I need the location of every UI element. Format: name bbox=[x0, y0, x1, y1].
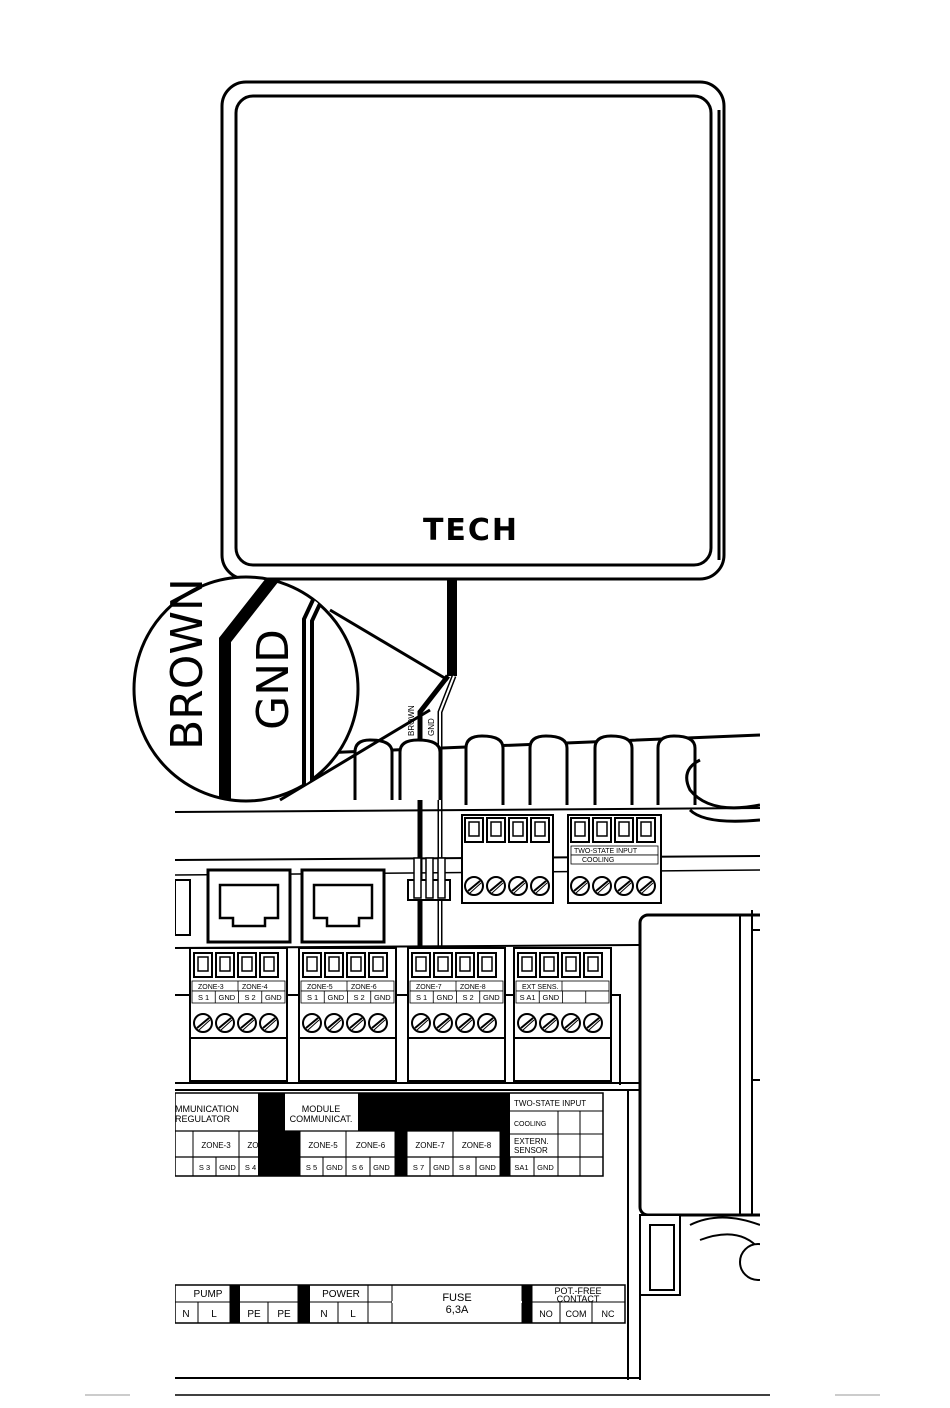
cable-glands bbox=[353, 734, 760, 823]
rj-socket-2 bbox=[300, 868, 386, 944]
fuse-rating-label: 6,3A bbox=[446, 1304, 469, 1316]
pin-label: S 1 bbox=[307, 993, 318, 1002]
panel-pin-label: GND bbox=[326, 1163, 343, 1172]
pin-label: S 2 bbox=[462, 993, 473, 1002]
panel-pin-label: GND bbox=[373, 1163, 390, 1172]
pot-free-label: POT.-FREE bbox=[554, 1286, 601, 1296]
zone-name-label: ZONE-6 bbox=[351, 984, 377, 991]
power-n-label: N bbox=[320, 1309, 327, 1320]
wire-clamp bbox=[407, 857, 451, 901]
panel-zone-label: ZONE-8 bbox=[462, 1141, 492, 1150]
wire-label-gnd: GND bbox=[427, 718, 436, 736]
panel-pin-label: GND bbox=[537, 1163, 554, 1172]
communication-label: MMUNICATION bbox=[175, 1104, 239, 1114]
tech-logo: TECH bbox=[423, 513, 519, 548]
panel-pin-label: GND bbox=[219, 1163, 236, 1172]
pin-label: S 2 bbox=[244, 993, 255, 1002]
pe-label: PE bbox=[277, 1309, 291, 1320]
top-terminal-block-2: TWO-STATE INPUT COOLING bbox=[567, 814, 662, 904]
lower-housing bbox=[175, 1090, 760, 1380]
zone-name-label: ZONE-5 bbox=[307, 984, 333, 991]
transformer bbox=[638, 910, 760, 1217]
panel-pin-label: GND bbox=[265, 1163, 282, 1172]
zone-name-label: ZONE-3 bbox=[198, 984, 224, 991]
zone-module-2: ZONE-5 ZONE-6 S 1 GND S 2 GND bbox=[298, 947, 397, 1082]
panel-pin-label: S 6 bbox=[352, 1163, 363, 1172]
pin-label: GND bbox=[219, 993, 236, 1002]
panel-zone-label: ZONE-4 bbox=[247, 1141, 277, 1150]
pump-n-label: N bbox=[182, 1309, 189, 1320]
pin-label: S 1 bbox=[416, 993, 427, 1002]
top-cooling-label: COOLING bbox=[582, 857, 614, 864]
zone-terminal-modules: ZONE-3 ZONE-4 S 1 GND S 2 GND ZONE-5 ZONE-6 S 1 G… bbox=[189, 947, 612, 1082]
callout-gnd-label: GND bbox=[248, 629, 299, 730]
pin-label: GND bbox=[328, 993, 345, 1002]
pin-label: S 1 bbox=[198, 993, 209, 1002]
panel-pin-label: S 7 bbox=[413, 1163, 424, 1172]
power-l-label: L bbox=[350, 1309, 356, 1320]
contact-label: CONTACT bbox=[557, 1294, 600, 1304]
regulator-label: REGULATOR bbox=[175, 1114, 231, 1124]
panel-pin-label: S 8 bbox=[459, 1163, 470, 1172]
com-label: COM bbox=[566, 1309, 587, 1319]
top-terminal-block-1 bbox=[461, 814, 554, 904]
callout-brown-label: BROWN bbox=[162, 578, 213, 750]
pump-label: PUMP bbox=[194, 1289, 223, 1300]
pin-label: S A1 bbox=[520, 993, 536, 1002]
zone-module-3: ZONE-7 ZONE-8 S 1 GND S 2 GND bbox=[407, 947, 506, 1082]
no-label: NO bbox=[539, 1309, 553, 1319]
panel-pin-label: S 3 bbox=[199, 1163, 210, 1172]
two-state-input-label: TWO-STATE INPUT bbox=[514, 1099, 586, 1108]
pin-label: GND bbox=[483, 993, 500, 1002]
rj-socket-1 bbox=[206, 868, 292, 944]
zone-name-label: EXT SENS. bbox=[522, 984, 558, 991]
panel-zone-label: ZONE-5 bbox=[308, 1141, 338, 1150]
pin-label: GND bbox=[265, 993, 282, 1002]
fuse-label: FUSE bbox=[442, 1292, 471, 1304]
sensor-label: SENSOR bbox=[514, 1146, 548, 1155]
pin-label: GND bbox=[437, 993, 454, 1002]
cooling-label: COOLING bbox=[514, 1121, 546, 1128]
zone-name-label: ZONE-8 bbox=[460, 984, 486, 991]
power-label: POWER bbox=[322, 1289, 360, 1300]
zone-module-1: ZONE-3 ZONE-4 S 1 GND S 2 GND bbox=[189, 947, 288, 1082]
thermostat: TECH bbox=[220, 80, 726, 581]
zone-name-label: ZONE-4 bbox=[242, 984, 268, 991]
zone-name-label: ZONE-7 bbox=[416, 984, 442, 991]
extern-label: EXTERN. bbox=[514, 1137, 549, 1146]
module-label: MODULE bbox=[302, 1104, 341, 1114]
panel-zone-label: ZONE-6 bbox=[356, 1141, 386, 1150]
pin-label: S 2 bbox=[353, 993, 364, 1002]
pe-label: PE bbox=[247, 1309, 261, 1320]
panel-pin-label: GND bbox=[479, 1163, 496, 1172]
thermostat-face bbox=[234, 94, 713, 567]
panel-zone-label: ZONE-7 bbox=[415, 1141, 445, 1150]
module-communicat-label: COMMUNICAT. bbox=[290, 1114, 353, 1124]
zoom-callout: BROWN GND bbox=[132, 575, 449, 803]
panel-pin-label: SA1 bbox=[514, 1163, 528, 1172]
panel-pin-label: S 4 bbox=[245, 1163, 256, 1172]
gnd-wire bbox=[437, 675, 457, 965]
panel-pin-label: GND bbox=[433, 1163, 450, 1172]
top-two-state-input-label: TWO-STATE INPUT bbox=[574, 848, 638, 855]
pump-l-label: L bbox=[211, 1309, 217, 1320]
pin-label: GND bbox=[543, 993, 560, 1002]
zone-module-4: EXT SENS. S A1 GND bbox=[513, 947, 612, 1082]
nc-label: NC bbox=[602, 1309, 615, 1319]
panel-zone-label: ZONE-3 bbox=[201, 1141, 231, 1150]
panel-pin-label: S 5 bbox=[306, 1163, 317, 1172]
pin-label: GND bbox=[374, 993, 391, 1002]
controller-board: TWO-STATE INPUT COOLING bbox=[175, 733, 760, 1380]
